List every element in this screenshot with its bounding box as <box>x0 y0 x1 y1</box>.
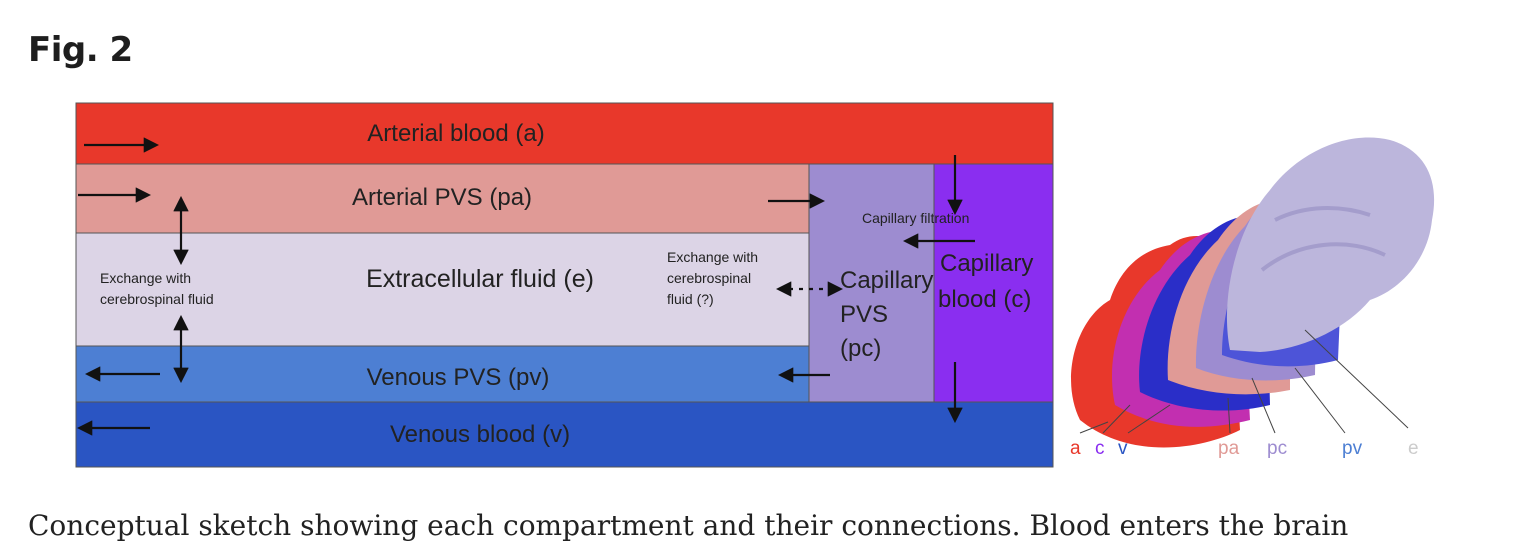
brain-legend-pa: pa <box>1218 438 1240 459</box>
capillary-pvs-label-1: Capillary <box>840 267 933 294</box>
venous-blood-band <box>75 401 1054 468</box>
exchange-csf-left-2: cerebrospinal fluid <box>100 291 214 307</box>
arterial-blood-band <box>75 102 1054 165</box>
capillary-pvs-label-2: PVS <box>840 301 888 328</box>
capillary-filtration-label: Capillary filtration <box>862 210 969 226</box>
exchange-csf-left-1: Exchange with <box>100 270 191 286</box>
brain-compartment-illustration <box>1071 137 1435 448</box>
exchange-csf-right-1: Exchange with <box>667 249 758 265</box>
exchange-csf-right-2: cerebrospinal <box>667 270 751 286</box>
brain-legend-e: e <box>1408 438 1419 459</box>
capillary-blood-band <box>933 163 1054 403</box>
brain-legend-pv: pv <box>1342 438 1363 459</box>
compartment-diagram: Arterial blood (a) Arterial PVS (pa) Ext… <box>75 102 1435 468</box>
extracellular-label: Extracellular fluid (e) <box>366 265 594 293</box>
brain-legend-a: a <box>1070 438 1081 459</box>
venous-pvs-band <box>75 345 810 403</box>
capillary-blood-label-2: blood (c) <box>938 286 1031 313</box>
figure-caption: Conceptual sketch showing each compartme… <box>28 509 1349 542</box>
arterial-pvs-band <box>75 163 810 234</box>
venous-blood-label: Venous blood (v) <box>390 421 570 448</box>
flow-arrows <box>76 137 975 436</box>
arterial-pvs-label: Arterial PVS (pa) <box>352 184 532 211</box>
brain-legend-pc: pc <box>1267 438 1287 459</box>
venous-pvs-label: Venous PVS (pv) <box>367 364 550 391</box>
brain-pointer-lines <box>1079 329 1409 434</box>
brain-legend-v: v <box>1118 438 1128 459</box>
exchange-csf-right-3: fluid (?) <box>667 291 714 307</box>
extracellular-band <box>75 232 810 347</box>
arterial-blood-label: Arterial blood (a) <box>367 120 544 147</box>
capillary-pvs-label-3: (pc) <box>840 335 881 362</box>
capillary-blood-label-1: Capillary <box>940 250 1033 277</box>
brain-legend-c: c <box>1095 438 1105 459</box>
figure-title: Fig. 2 <box>28 30 133 70</box>
